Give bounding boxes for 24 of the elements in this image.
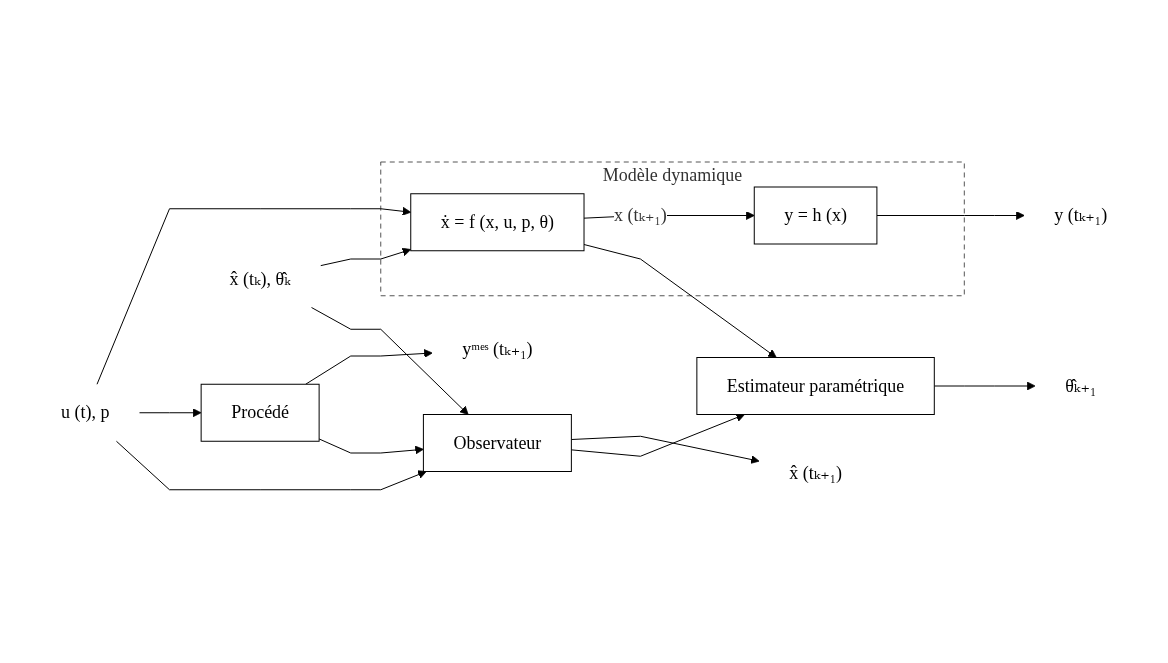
node-text: y (tₖ₊₁) — [1054, 204, 1108, 225]
arrow — [138, 408, 202, 417]
arrow — [96, 206, 412, 385]
arrow — [115, 440, 427, 490]
node-text: θ̂ₖ₊₁ — [1065, 375, 1097, 396]
node-box: y = h (x) — [753, 186, 878, 245]
node-text: x̂ (tₖ), θ̂ₖ — [229, 268, 291, 289]
arrow — [570, 435, 760, 464]
arrow — [933, 381, 1036, 391]
arrow — [305, 348, 433, 385]
arrow — [583, 243, 777, 358]
node-box: ẋ = f (x, u, p, θ) — [410, 193, 585, 251]
node-box: Estimateur paramétrique — [696, 356, 935, 415]
arrow — [320, 247, 412, 266]
node-text: yᵐᵉˢ (tₖ₊₁) — [462, 338, 533, 359]
arrow — [876, 210, 1025, 220]
node-box: Procédé — [200, 383, 320, 442]
edge-label: x (tₖ₊₁) — [613, 204, 667, 225]
node-text: u (t), p — [60, 402, 110, 422]
node-text: x̂ (tₖ₊₁) — [789, 462, 842, 483]
node-box: Observateur — [422, 413, 572, 472]
arrow — [310, 306, 469, 415]
arrow — [318, 438, 424, 455]
arrow — [570, 413, 745, 457]
